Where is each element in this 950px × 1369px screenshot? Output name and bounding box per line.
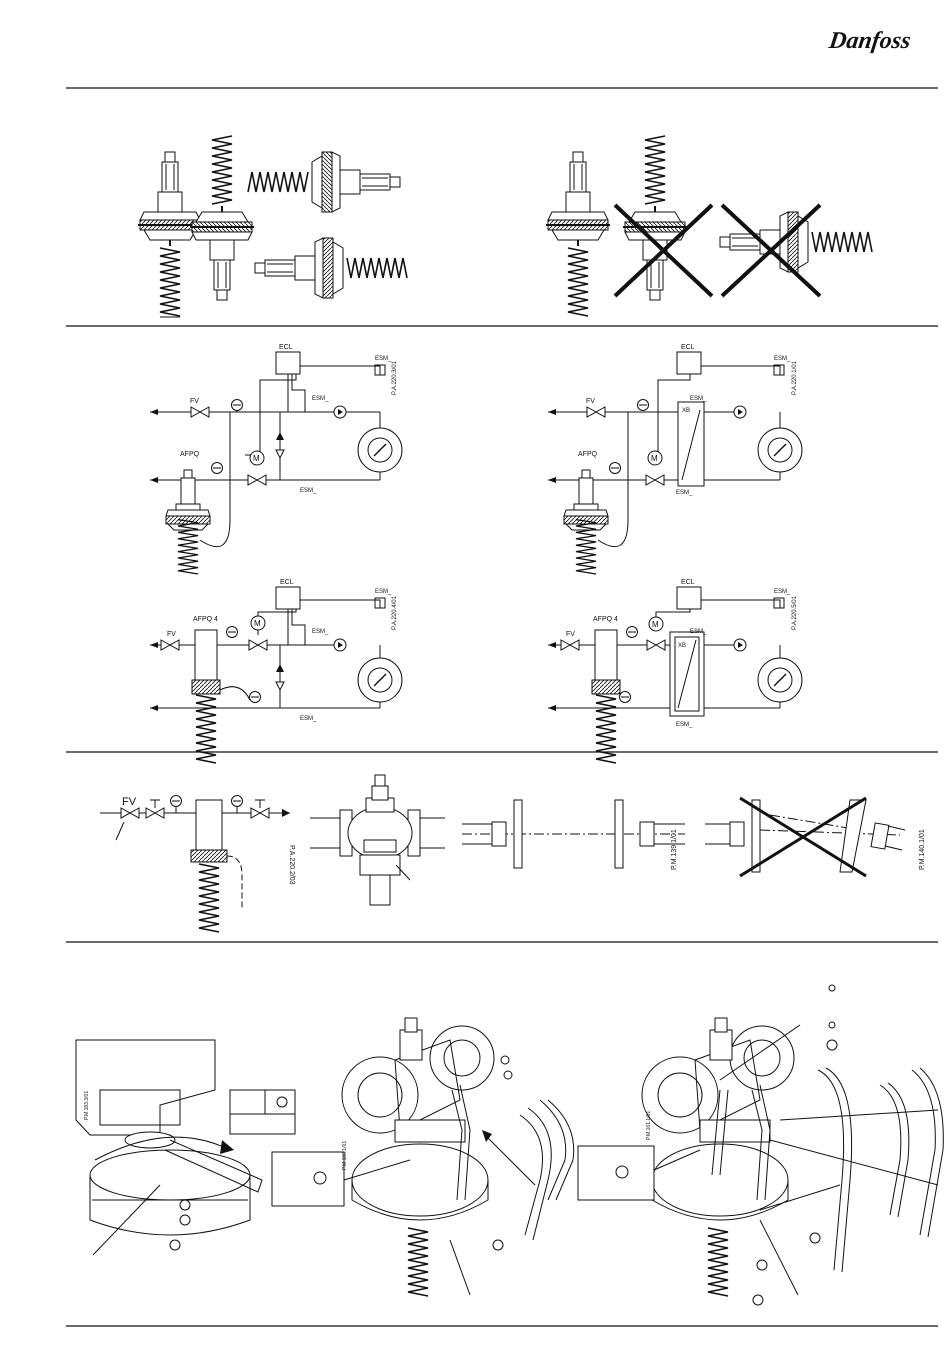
xb-label: XB (682, 408, 690, 414)
figure-code: P.A.220.3/01 (392, 360, 398, 395)
ecl-label: ECL (681, 344, 695, 351)
esm-label: ESM_ (676, 722, 693, 728)
esm-label: ESM_ (690, 629, 707, 635)
esm-label: ESM_ (774, 356, 791, 362)
fv-label: FV (190, 398, 199, 405)
esm-label: ESM_ (375, 356, 392, 362)
figure-code: P.A.220.5/01 (792, 595, 798, 630)
motor-label: M (254, 619, 261, 628)
valve-horizontal-drawing (255, 238, 407, 298)
afpq4-label: AFPQ 4 (593, 616, 618, 623)
scheme-c: FV AFPQ 4 ECL ESM_ M ESM_ ESM_ P.A.220.4… (150, 579, 402, 763)
valve-horizontal-drawing (248, 152, 400, 212)
fv-label: FV (586, 398, 595, 405)
mounting-positions-forbidden (546, 136, 872, 316)
fv-label: FV (122, 796, 137, 808)
esm-label: ESM_ (774, 589, 791, 595)
valve-inverted-drawing (190, 136, 254, 300)
figure-code: P.M.186.1/01 (342, 1141, 348, 1170)
afpq4-label: AFPQ 4 (193, 616, 218, 623)
impulse-middle-panel: P.M.186.1/01 (272, 1018, 574, 1296)
fv-label: FV (167, 631, 176, 638)
esm-label: ESM_ (676, 490, 693, 496)
valve-inverted-drawing (623, 136, 687, 300)
esm-label: ESM_ (690, 396, 707, 402)
esm-label: ESM_ (312, 629, 329, 635)
figure-code: P.M.140.1/01 (919, 829, 926, 870)
ecl-label: ECL (681, 579, 695, 586)
esm-label: ESM_ (312, 396, 329, 402)
impulse-right-panel: P.M.161.1/01 (578, 985, 943, 1305)
mounting-positions-allowed (138, 136, 407, 317)
figure-code: P.A.220.1/01 (792, 360, 798, 395)
install-scheme: FV P.A.220.2/03 (100, 796, 295, 933)
scheme-a: FV ECL ESM_ M ESM_ ESM_ AFPQ P.A.220.3/0… (150, 344, 402, 574)
afpq-label: AFPQ (578, 451, 598, 458)
figure-code: P.M.161.1/01 (646, 1111, 652, 1140)
figure-code: P.M.139.1/01 (671, 829, 678, 870)
danfoss-logo: Danfoss (826, 19, 933, 54)
scheme-b: FV ECL ESM_ XB M ESM_ ESM_ AFPQ P.A.220.… (548, 344, 802, 574)
valve-horizontal-drawing (720, 212, 872, 272)
flange-alignment-incorrect: P.M.140.1/01 (705, 798, 926, 876)
valve-upright-drawing (546, 152, 610, 316)
esm-label: ESM_ (300, 488, 317, 494)
impulse-left-panel: P.M.183.3/01 (76, 1040, 295, 1255)
scheme-d: FV AFPQ 4 ECL ESM_ XB M ESM_ ESM_ P.A.22… (548, 579, 802, 763)
esm-label: ESM_ (300, 716, 317, 722)
motor-label: M (652, 620, 659, 629)
figure-code: P.A.220.2/03 (288, 845, 295, 885)
ecl-label: ECL (280, 579, 294, 586)
figure-code: P.A.220.4/01 (392, 595, 398, 630)
valve-upright-drawing (138, 152, 202, 317)
ecl-label: ECL (279, 344, 293, 351)
logo-text: Danfoss (826, 28, 912, 54)
motor-label: M (651, 454, 658, 463)
afpq-label: AFPQ (180, 451, 200, 458)
xb-label: XB (678, 643, 686, 649)
esm-label: ESM_ (375, 589, 392, 595)
valve-body-drawing (310, 775, 445, 905)
figure-code: P.M.183.3/01 (84, 1091, 90, 1120)
fv-label: FV (566, 631, 575, 638)
flange-alignment-correct: P.M.139.1/01 (462, 800, 685, 870)
motor-label: M (253, 454, 260, 463)
